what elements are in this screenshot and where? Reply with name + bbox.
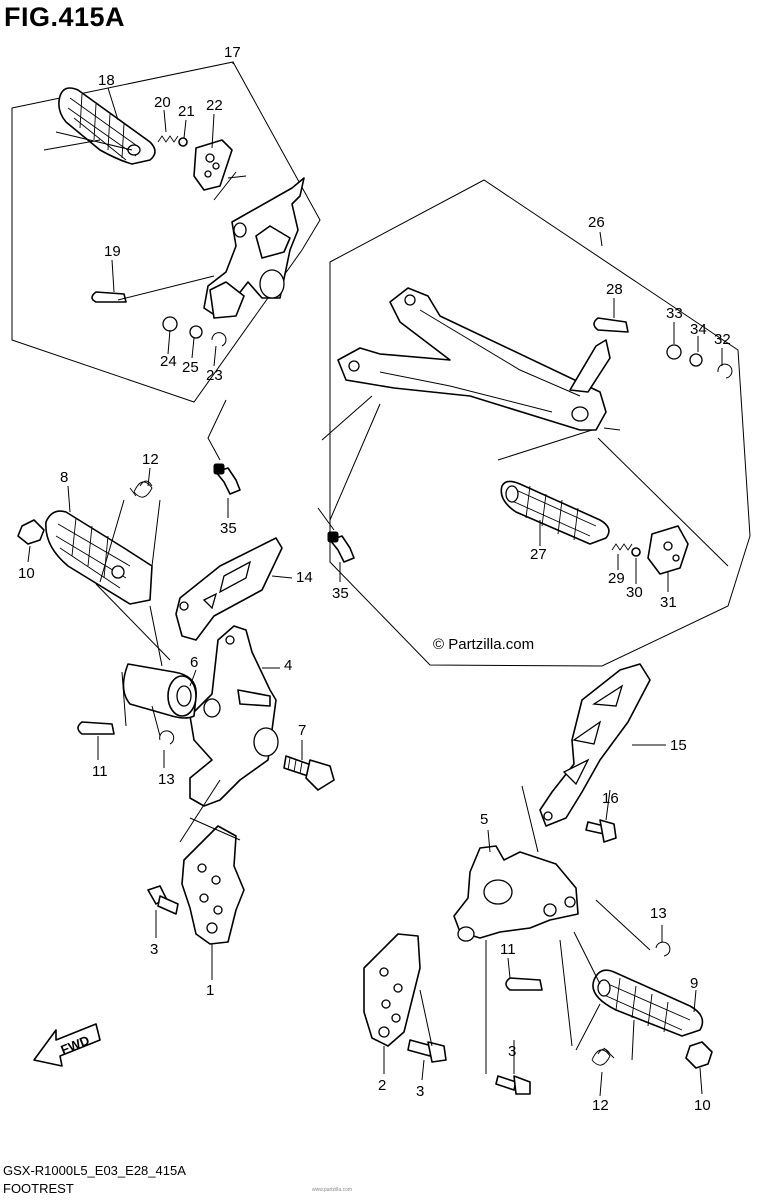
bracket-4	[189, 625, 279, 807]
callout-35-a: 35	[220, 520, 237, 537]
callout-11-b: 11	[500, 941, 516, 958]
right-leaders	[419, 785, 651, 1074]
plate-15	[539, 663, 651, 827]
callout-8: 8	[60, 469, 68, 486]
clip-32	[717, 363, 733, 379]
bolt-7	[283, 755, 335, 791]
callout-5: 5	[480, 811, 488, 828]
ball-21	[178, 137, 188, 147]
callout-20: 20	[154, 94, 171, 111]
callout-stems	[27, 62, 723, 1097]
bracket-26	[337, 287, 611, 431]
callout-32: 32	[714, 331, 731, 348]
spring-12-a	[129, 480, 153, 498]
bolt-3-c	[495, 1075, 531, 1095]
figure-subtitle: FOOTREST	[3, 1181, 74, 1196]
washer-24	[162, 316, 178, 332]
callout-labels: 17 18 20 21 22 19 24 25 23 26 28 33 34 3…	[18, 44, 731, 1114]
callout-29: 29	[608, 570, 625, 587]
callout-30: 30	[626, 584, 643, 601]
left-leaders	[95, 499, 241, 843]
watermark: © Partzilla.com	[433, 636, 535, 653]
pin-28	[593, 317, 629, 333]
callout-1: 1	[206, 982, 214, 999]
callout-6: 6	[190, 654, 198, 671]
ball-30	[631, 547, 641, 557]
washer-34	[689, 353, 703, 367]
model-code: GSX-R1000L5_E03_E28_415A	[3, 1163, 186, 1178]
callout-17: 17	[224, 44, 241, 61]
callout-11-a: 11	[92, 763, 108, 780]
footpeg-27	[500, 480, 610, 545]
pin-11-a	[77, 721, 115, 735]
callout-13-a: 13	[158, 771, 175, 788]
callout-28: 28	[606, 281, 623, 298]
bracket-2	[363, 933, 421, 1047]
assembly-17-leaders	[43, 131, 247, 301]
callout-3-c: 3	[508, 1043, 516, 1060]
pin-11-b	[505, 977, 543, 991]
clip-13-b	[655, 941, 671, 957]
bracket-17	[203, 177, 305, 319]
assembly-26-frame	[329, 179, 751, 667]
figure-title: FIG.415A	[4, 2, 126, 32]
callout-25: 25	[182, 359, 199, 376]
bolt-16	[585, 819, 617, 843]
callout-3-a: 3	[150, 941, 158, 958]
spring-20	[157, 135, 179, 143]
callout-7: 7	[298, 722, 306, 739]
bolt-35-a	[213, 463, 241, 495]
callout-9: 9	[690, 975, 698, 992]
leader-35	[207, 399, 335, 531]
bracket-5	[453, 845, 579, 942]
plate-31	[647, 525, 689, 575]
fwd-arrow-icon: FWD	[33, 1023, 101, 1067]
pin-19	[91, 291, 127, 303]
callout-3-b: 3	[416, 1083, 424, 1100]
callout-35-b: 35	[332, 585, 349, 602]
callout-12-b: 12	[592, 1097, 609, 1114]
callout-18: 18	[98, 72, 115, 89]
callout-22: 22	[206, 97, 223, 114]
assembly-26-leaders	[321, 395, 729, 567]
callout-16: 16	[602, 790, 619, 807]
bolt-35-b	[327, 531, 355, 563]
callout-14: 14	[296, 569, 313, 586]
callout-21: 21	[178, 103, 195, 120]
callout-33: 33	[666, 305, 683, 322]
bolt-3-a	[147, 885, 179, 915]
footpeg-9	[592, 969, 704, 1037]
callout-31: 31	[660, 594, 677, 611]
clip-13-a	[159, 730, 175, 745]
footpeg-6	[122, 663, 197, 719]
clip-23	[211, 332, 227, 347]
callout-34: 34	[690, 321, 707, 338]
callout-24: 24	[160, 353, 177, 370]
spring-29	[611, 543, 633, 551]
callout-12-a: 12	[142, 451, 159, 468]
cap-10-a	[17, 519, 45, 545]
bracket-1	[181, 825, 245, 945]
callout-13-b: 13	[650, 905, 667, 922]
callout-10-b: 10	[694, 1097, 711, 1114]
callout-26: 26	[588, 214, 605, 231]
callout-23: 23	[206, 367, 223, 384]
footpeg-8	[45, 510, 153, 605]
callout-15: 15	[670, 737, 687, 754]
plate-22	[193, 139, 233, 191]
cap-10-b	[685, 1041, 713, 1069]
callout-10-a: 10	[18, 565, 35, 582]
spring-12-b	[591, 1047, 615, 1066]
callout-27: 27	[530, 546, 547, 563]
plate-14	[175, 537, 283, 641]
callout-4: 4	[284, 657, 292, 674]
washer-33	[666, 344, 682, 360]
bolt-3-b	[407, 1039, 447, 1063]
callout-19: 19	[104, 243, 121, 260]
callout-2: 2	[378, 1077, 386, 1094]
fine-print: www.partzilla.com	[312, 1187, 353, 1193]
footpeg-18	[58, 87, 156, 165]
washer-25	[189, 325, 203, 339]
